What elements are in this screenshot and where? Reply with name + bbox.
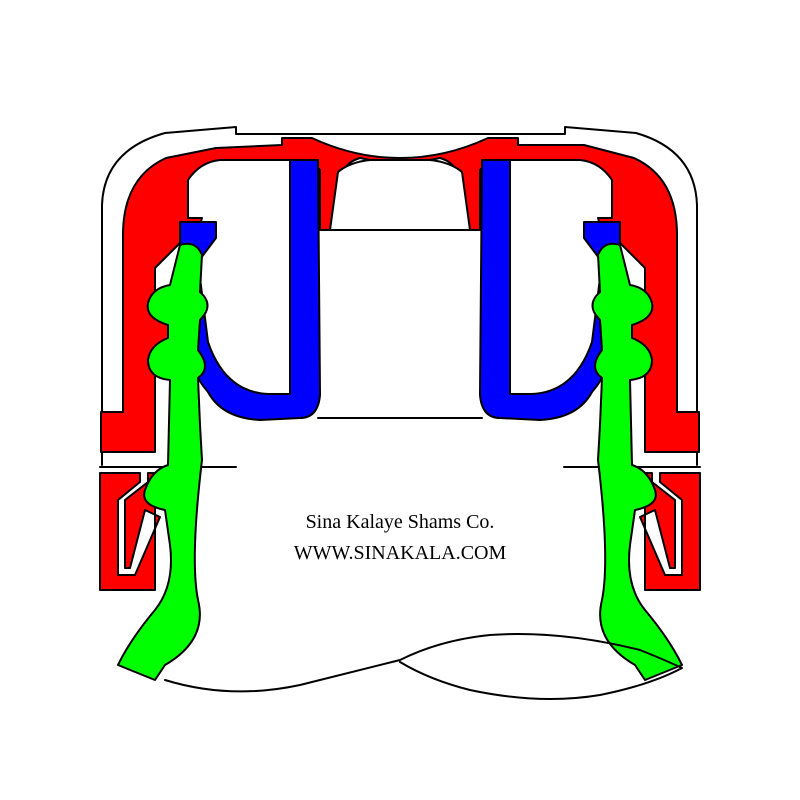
tamper-band-right <box>639 472 701 591</box>
company-name: Sina Kalaye Shams Co. <box>305 511 495 533</box>
bottle-neck-right <box>591 242 683 681</box>
bottle-neck-left <box>117 242 209 681</box>
cap-outer-outline <box>101 126 698 466</box>
cap-plug-cavity <box>329 159 471 231</box>
tamper-band-left <box>99 472 161 591</box>
cap-shell <box>100 137 700 453</box>
company-website: WWW.SINAKALA.COM <box>293 542 507 564</box>
bottle-body-outline <box>164 633 683 700</box>
